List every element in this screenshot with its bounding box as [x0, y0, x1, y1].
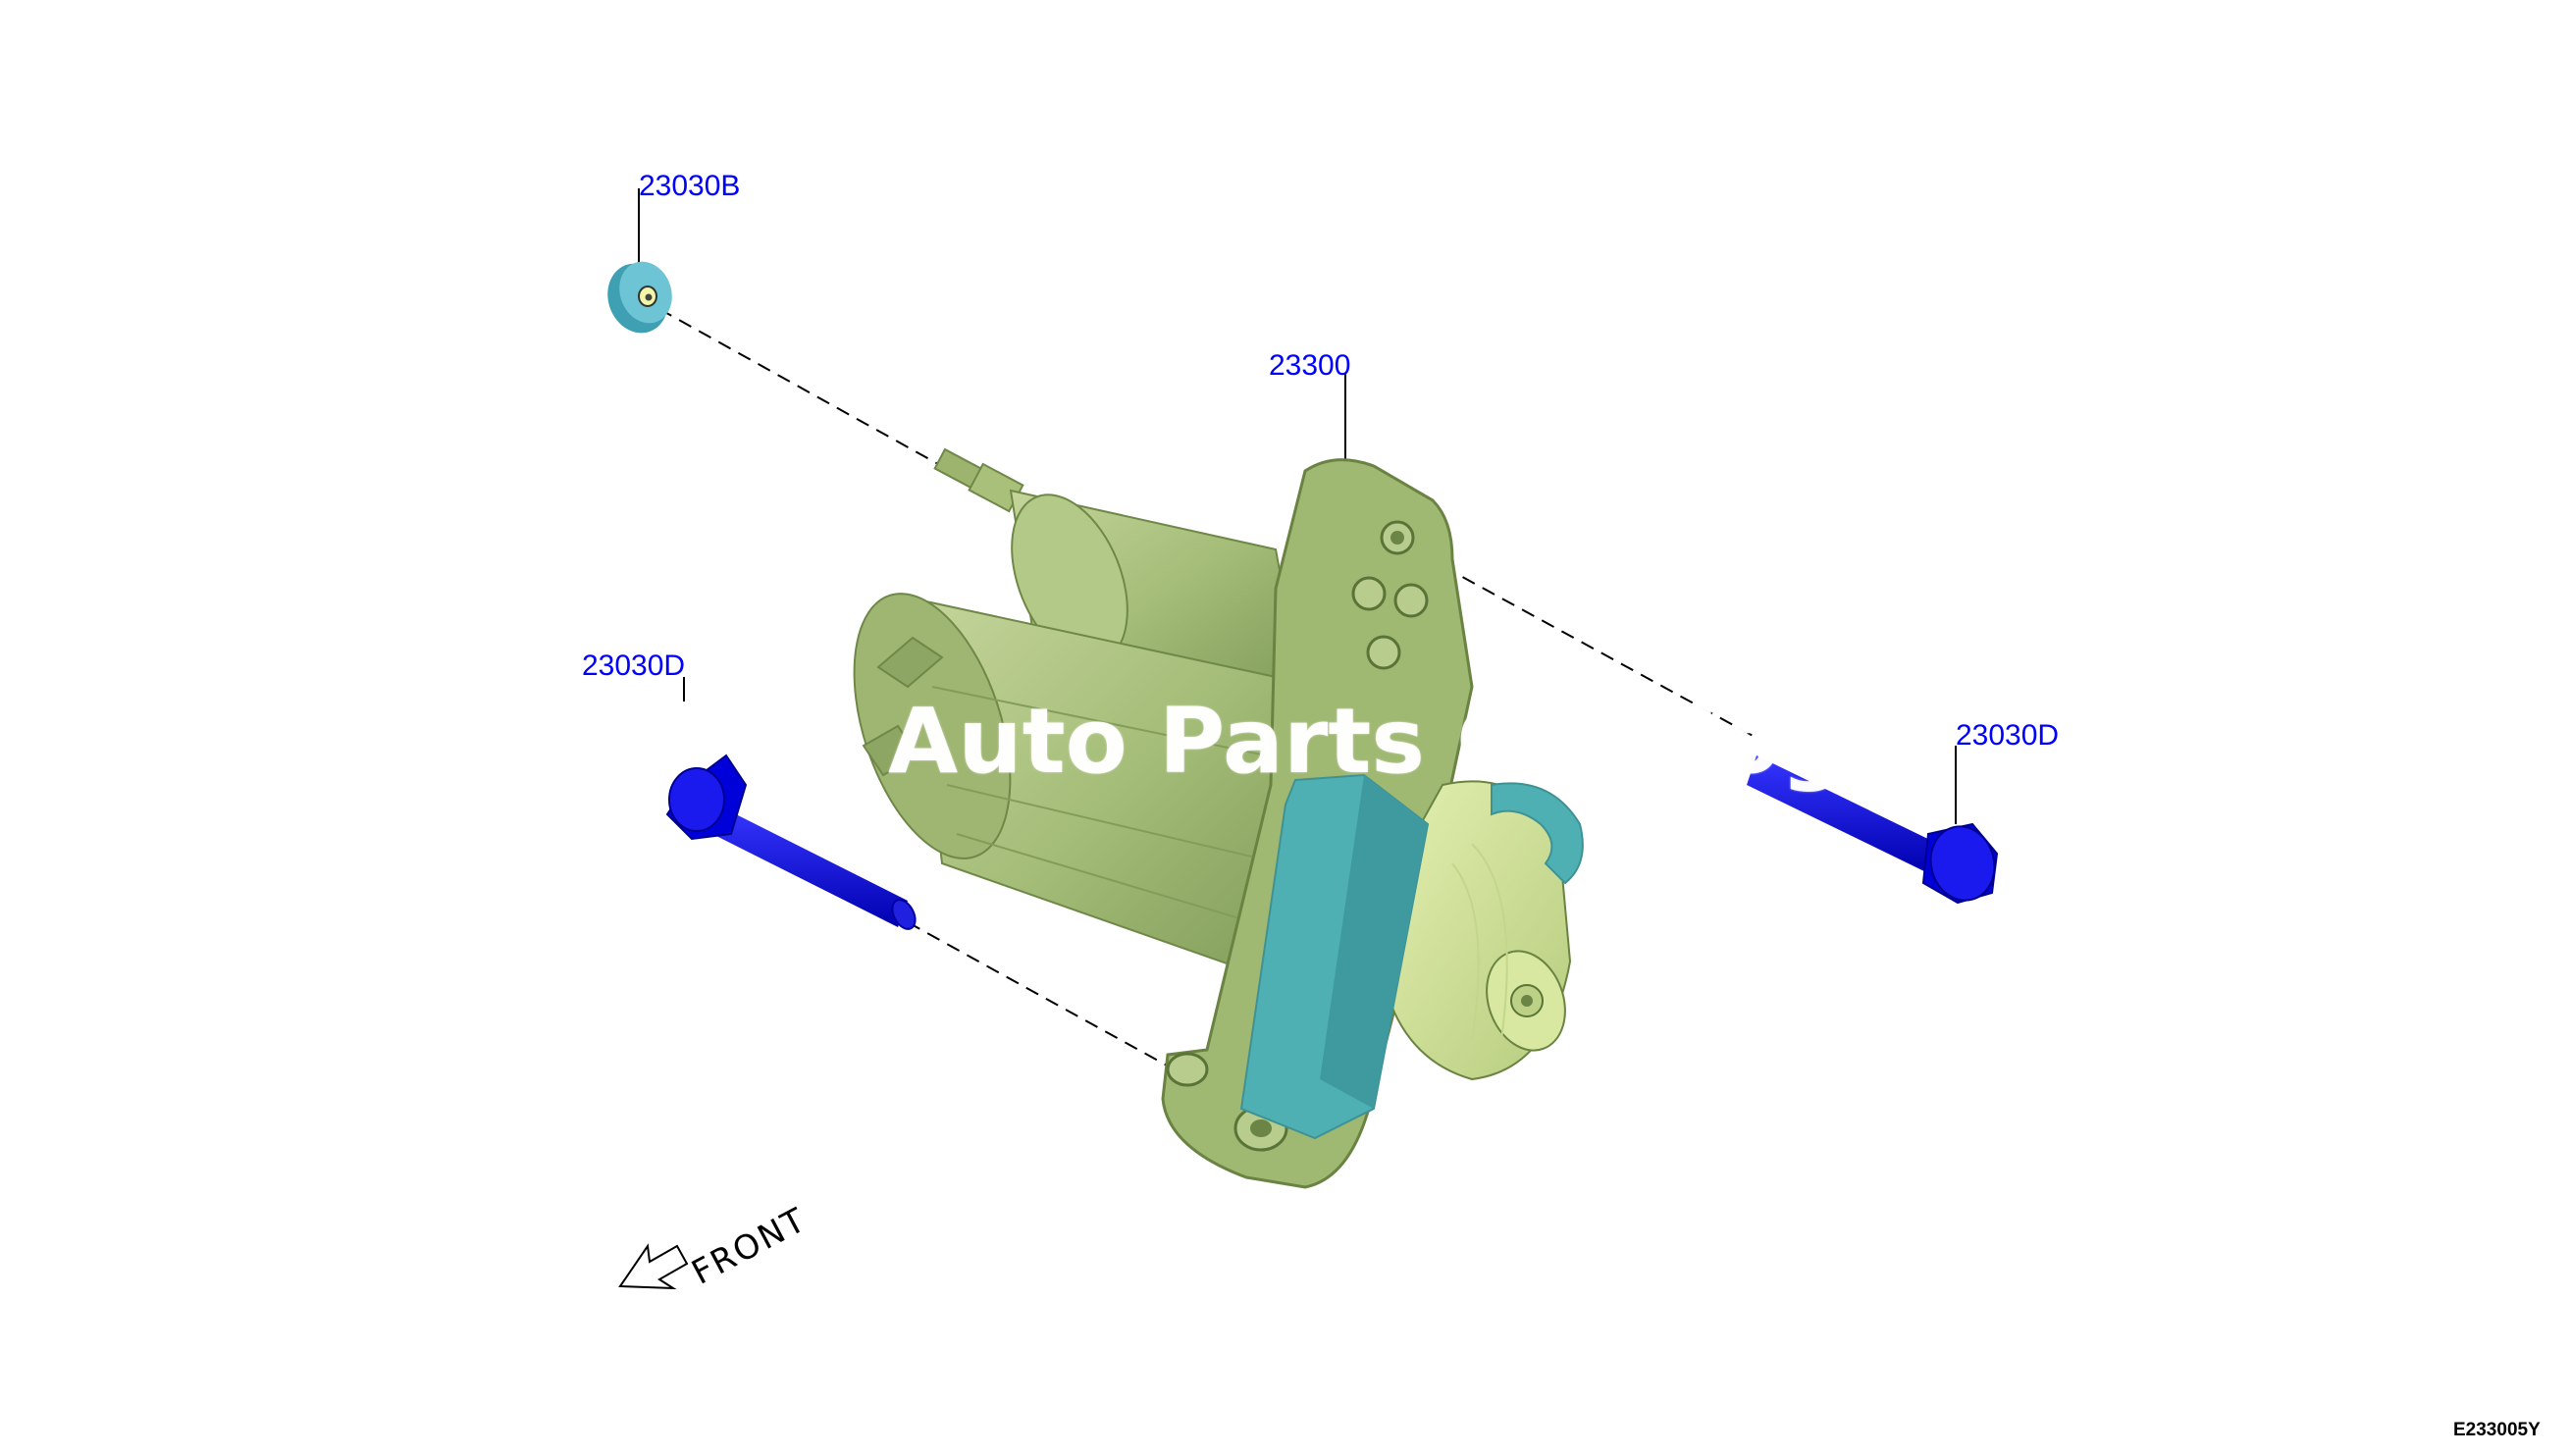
- assembly-line-nut: [658, 308, 948, 470]
- heat-shield: [1239, 773, 1584, 1140]
- assembly-line-bolt-left: [907, 921, 1179, 1072]
- figure-code: E233005Y: [2453, 1420, 2541, 1440]
- bolt-part-left: [665, 754, 917, 930]
- callout-nut: 23030B: [639, 170, 741, 202]
- callout-starter-motor: 23300: [1269, 349, 1351, 382]
- starter-motor-part: [853, 447, 1572, 1189]
- front-direction-arrow: [618, 1243, 689, 1290]
- watermark-text: Auto Parts Catalog: [888, 689, 1846, 794]
- callout-bolt-left: 23030D: [582, 650, 686, 682]
- bolt-part-right: [1747, 755, 1999, 905]
- nut-part: [607, 261, 672, 334]
- callout-bolt-right: 23030D: [1956, 719, 2060, 752]
